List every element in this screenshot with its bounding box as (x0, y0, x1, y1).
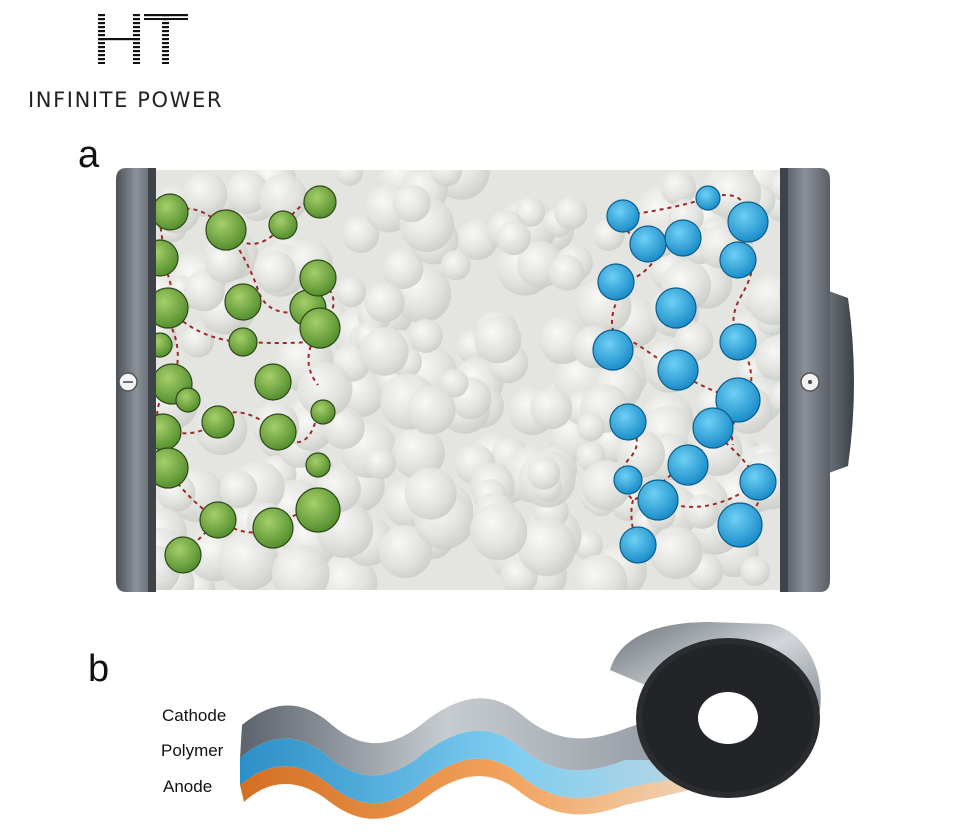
panel-b-label: b (88, 648, 110, 690)
electrolyte-particle (530, 387, 573, 430)
left-end-cap (116, 168, 156, 592)
polymer-label: Polymer (161, 741, 224, 760)
electrolyte-particle (407, 385, 456, 435)
electrolyte-particle (335, 276, 367, 307)
electrolyte-particle (548, 254, 585, 291)
panel-a-label: a (78, 134, 100, 176)
anode-particle (199, 501, 237, 539)
electrolyte-particle (341, 215, 380, 253)
cathode-particle (629, 225, 667, 263)
cathode-particle (637, 479, 679, 521)
cathode-particle (592, 329, 634, 371)
electrolyte-particle (430, 170, 463, 187)
anode-label: Anode (163, 777, 213, 796)
cathode-particle (609, 403, 647, 441)
electrolyte-particle (365, 448, 396, 479)
electrolyte-particle (297, 362, 353, 418)
logo-tagline: INFINITE POWER (28, 88, 224, 112)
cathode-particle (606, 199, 640, 233)
electrolyte-particle (335, 170, 364, 186)
cathode-particle (692, 407, 734, 449)
cathode-particle (715, 377, 761, 423)
anode-particle (303, 185, 337, 219)
electrode-roll-diagram (240, 622, 821, 819)
cathode-particle (657, 349, 699, 391)
anode-particle (224, 283, 262, 321)
electrolyte-particle (576, 412, 605, 442)
electrolyte-particle (253, 250, 296, 293)
electrolyte-particle (515, 197, 546, 227)
electrolyte-particle (684, 494, 720, 529)
electrolyte-particle (272, 544, 330, 590)
electrolyte-particle (470, 502, 528, 561)
electrolyte-particle (392, 426, 445, 480)
anode-particle (228, 327, 258, 357)
electrolyte-particle (382, 248, 424, 290)
cathode-particle (727, 201, 769, 243)
cathode-particles (592, 185, 777, 564)
cathode-particle (719, 323, 757, 361)
right-end-cap (780, 168, 854, 592)
anode-particle (201, 405, 235, 439)
ht-logo-mark (98, 14, 188, 64)
electrolyte-particle (360, 327, 409, 376)
electrolyte-particle (364, 282, 405, 323)
electrolyte-particle (554, 196, 588, 230)
cathode-particle (739, 463, 777, 501)
cathode-particle (597, 263, 635, 301)
anode-particle (254, 363, 292, 401)
anode-particle (164, 536, 202, 574)
cathode-particle (717, 502, 763, 548)
electrolyte-particle (440, 250, 471, 281)
cathode-particle (719, 241, 757, 279)
electrolyte-particle (572, 554, 628, 590)
cathode-particle (664, 219, 702, 257)
electrolyte-particle (740, 556, 770, 586)
electrolyte-particle (649, 526, 703, 579)
electrolyte-particle (183, 270, 225, 312)
electrolyte-particle (474, 316, 522, 364)
cathode-particle (655, 287, 697, 329)
electrolyte-particle (440, 369, 469, 398)
polymer-layer (240, 730, 695, 804)
battery-cross-section (116, 168, 854, 592)
electrolyte-particle (755, 335, 788, 381)
electrolyte-particle (378, 524, 433, 579)
anode-particle (205, 209, 247, 251)
anode-particle (310, 399, 336, 425)
cathode-layer (240, 698, 700, 776)
anode-particle (175, 387, 201, 413)
cathode-label: Cathode (162, 706, 227, 725)
electrolyte-particle (660, 170, 697, 206)
electrolyte-particle (225, 170, 269, 214)
anode-particle (259, 413, 297, 451)
electrolyte-particle (259, 173, 308, 223)
anode-particle (299, 259, 337, 297)
electrolyte-particle (517, 518, 576, 577)
anode-particle (151, 193, 189, 231)
electrolyte-particle (182, 172, 228, 217)
electrolyte-particle (404, 467, 457, 520)
cathode-particle (619, 526, 657, 564)
electrolyte-particle (496, 220, 531, 256)
cathode-particle (613, 465, 643, 495)
logo: INFINITE POWER (28, 10, 268, 112)
anode-particle (299, 307, 341, 349)
cathode-particle (667, 444, 709, 486)
anode-particle (295, 487, 341, 533)
electrolyte-particle (219, 470, 258, 509)
cathode-particle (695, 185, 721, 211)
anode-particle (268, 210, 298, 240)
anode-particle (305, 452, 331, 478)
anode-particle (252, 507, 294, 549)
electrolyte-particle (408, 318, 443, 353)
electrolyte-particle (181, 324, 215, 358)
electrode-roll (610, 622, 821, 798)
electrolyte-particle (204, 243, 245, 283)
electrolyte-particle (747, 273, 788, 326)
electrolyte-particle (527, 456, 561, 490)
electrolyte-particle (392, 184, 431, 223)
anode-layer (240, 758, 690, 819)
